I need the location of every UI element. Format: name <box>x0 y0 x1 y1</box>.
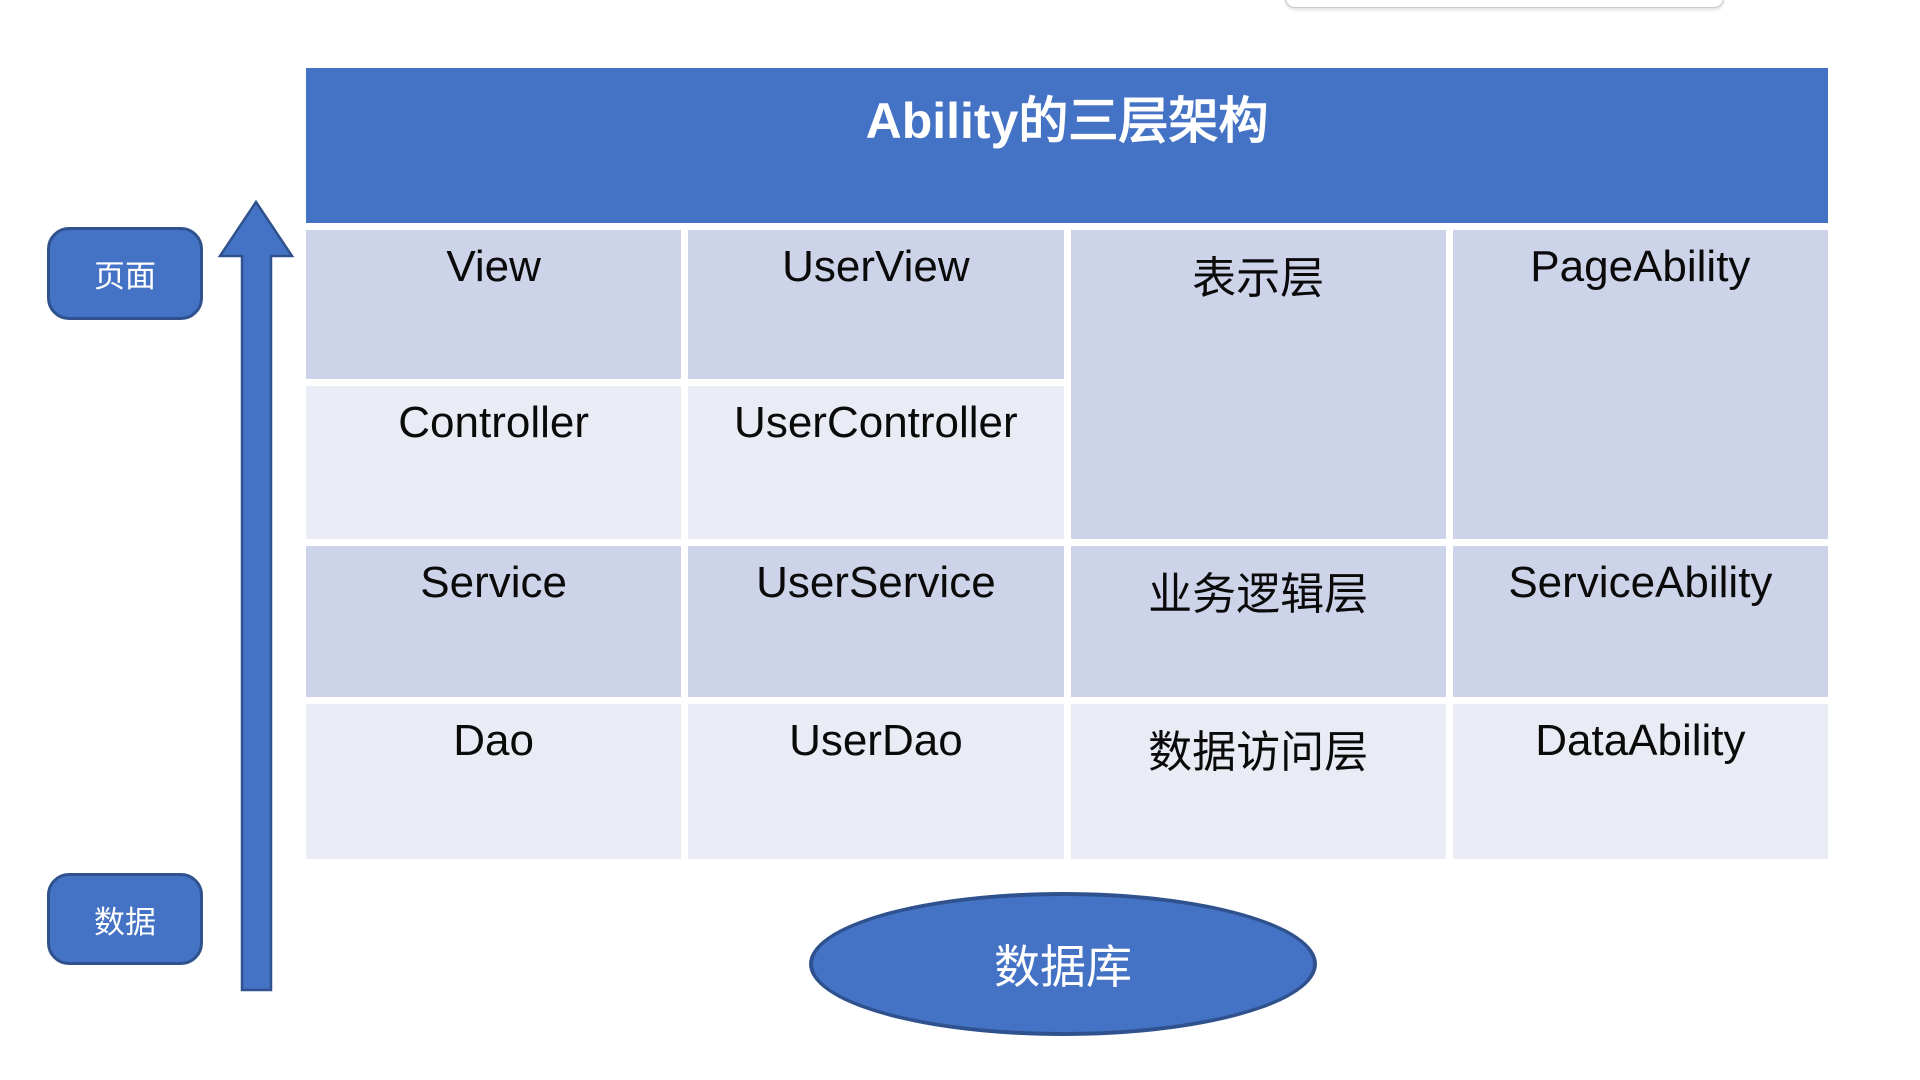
cell-dao: Dao <box>306 704 682 859</box>
label-data-text: 数据 <box>94 904 156 940</box>
cell-userdao: UserDao <box>688 704 1064 859</box>
label-data: 数据 <box>47 873 203 965</box>
cell-presentation-layer: 表示层 <box>1070 230 1446 539</box>
cell-pageability: PageAbility <box>1452 230 1828 539</box>
up-arrow-icon <box>217 199 295 992</box>
cell-usercontroller: UserController <box>688 386 1064 539</box>
database-label: 数据库 <box>994 941 1132 993</box>
cell-userservice: UserService <box>688 546 1064 697</box>
table-title: Ability的三层架构 <box>306 68 1828 223</box>
cell-service: Service <box>306 546 682 697</box>
label-page: 页面 <box>47 227 203 320</box>
cell-data-access-layer: 数据访问层 <box>1070 704 1446 859</box>
cell-business-logic-layer: 业务逻辑层 <box>1070 546 1446 697</box>
database-ellipse: 数据库 <box>809 892 1317 1036</box>
cell-userview: UserView <box>688 230 1064 379</box>
cell-controller: Controller <box>306 386 682 539</box>
cell-dataability: DataAbility <box>1452 704 1828 859</box>
architecture-table: Ability的三层架构 View UserView 表示层 PageAbili… <box>306 68 1828 859</box>
cell-view: View <box>306 230 682 379</box>
label-page-text: 页面 <box>94 259 156 294</box>
cell-serviceability: ServiceAbility <box>1452 546 1828 697</box>
partial-overlay-element <box>1285 0 1724 8</box>
